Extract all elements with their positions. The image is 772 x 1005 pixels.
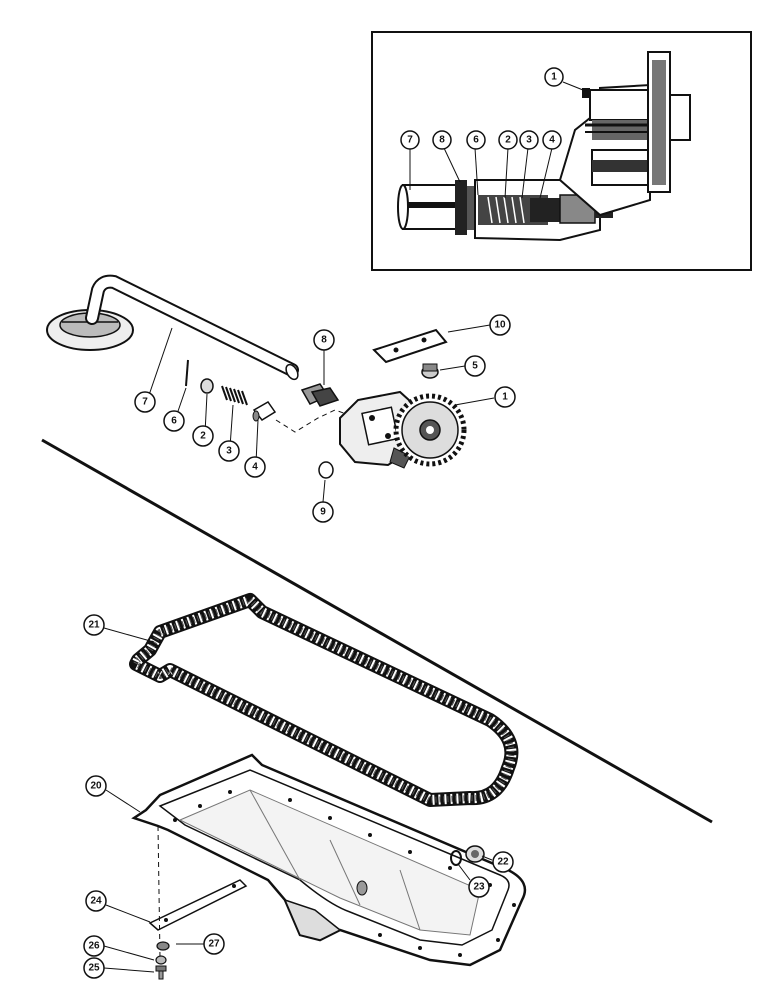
svg-text:24: 24 xyxy=(90,896,102,907)
drain-plug xyxy=(465,845,485,863)
inset-pump-housing xyxy=(558,51,691,217)
callout-9: 9 xyxy=(312,501,334,523)
oil-pump-exploded: 7 6 2 3 4 8 10 5 1 9 xyxy=(46,274,516,523)
svg-text:20: 20 xyxy=(90,781,102,792)
o-ring xyxy=(318,461,334,479)
oil-pan xyxy=(131,753,527,967)
callout-1-inset: 1 xyxy=(544,67,564,87)
cotter-pin xyxy=(185,359,189,387)
section-divider-line xyxy=(41,438,713,824)
svg-text:6: 6 xyxy=(473,135,479,146)
callout-6: 6 xyxy=(163,410,185,432)
svg-text:7: 7 xyxy=(142,397,148,408)
pipe-plug xyxy=(421,363,439,379)
pump-drive-gear xyxy=(393,393,467,467)
svg-text:2: 2 xyxy=(200,431,206,442)
callout-5: 5 xyxy=(464,355,486,377)
callout-6-inset: 6 xyxy=(466,130,486,150)
oil-pump-assembly xyxy=(339,390,467,469)
inset-relief-valve-body xyxy=(474,159,613,242)
svg-text:10: 10 xyxy=(494,320,506,331)
support-bracket xyxy=(148,879,248,931)
callout-2: 2 xyxy=(192,425,214,447)
callout-23: 23 xyxy=(468,876,490,898)
callout-1: 1 xyxy=(494,386,516,408)
inset-valve-plunger xyxy=(530,198,560,222)
svg-text:21: 21 xyxy=(88,620,100,631)
fitting-elbow xyxy=(300,383,340,407)
callout-7: 7 xyxy=(134,391,156,413)
svg-text:3: 3 xyxy=(226,446,232,457)
callout-20: 20 xyxy=(85,775,107,797)
callout-8-inset: 8 xyxy=(432,130,452,150)
callout-3-inset: 3 xyxy=(519,130,539,150)
svg-text:9: 9 xyxy=(320,507,326,518)
inset-suction-tube xyxy=(397,184,459,230)
svg-text:23: 23 xyxy=(473,882,485,893)
relief-valve-plunger xyxy=(252,401,277,422)
callout-3: 3 xyxy=(218,440,240,462)
callout-26: 26 xyxy=(83,935,105,957)
cap-screw xyxy=(155,965,167,980)
callout-10: 10 xyxy=(489,314,511,336)
svg-text:1: 1 xyxy=(551,72,557,83)
relief-spring xyxy=(221,385,248,406)
inset-pump-cross-section: 1 7 8 6 2 3 4 xyxy=(371,31,752,271)
callout-2-inset: 2 xyxy=(498,130,518,150)
svg-text:3: 3 xyxy=(526,135,532,146)
lock-washer xyxy=(155,955,167,965)
svg-text:4: 4 xyxy=(252,462,258,473)
svg-text:22: 22 xyxy=(497,857,509,868)
callout-7-inset: 7 xyxy=(400,130,420,150)
drain-plug-gasket xyxy=(450,850,462,866)
svg-text:8: 8 xyxy=(321,335,327,346)
cover-plate xyxy=(372,328,448,364)
svg-text:5: 5 xyxy=(472,361,478,372)
inset-fitting-nut xyxy=(455,180,467,235)
callout-8: 8 xyxy=(313,329,335,351)
callout-25: 25 xyxy=(83,957,105,979)
callout-24: 24 xyxy=(85,890,107,912)
oil-pan-gasket xyxy=(129,593,519,807)
oil-pan-sump xyxy=(283,898,342,941)
suction-pipe xyxy=(85,274,299,381)
svg-text:4: 4 xyxy=(549,135,555,146)
svg-text:6: 6 xyxy=(171,416,177,427)
svg-text:25: 25 xyxy=(88,963,100,974)
svg-text:2: 2 xyxy=(505,135,511,146)
nut xyxy=(156,941,170,951)
callout-4-inset: 4 xyxy=(542,130,562,150)
svg-text:7: 7 xyxy=(407,135,413,146)
callout-4: 4 xyxy=(244,456,266,478)
callout-27: 27 xyxy=(203,933,225,955)
svg-text:26: 26 xyxy=(88,941,100,952)
inset-frame xyxy=(371,31,752,271)
callout-21: 21 xyxy=(83,614,105,636)
valve-cap xyxy=(200,378,214,394)
svg-text:8: 8 xyxy=(439,135,445,146)
callout-22: 22 xyxy=(492,851,514,873)
svg-text:27: 27 xyxy=(208,939,220,950)
svg-text:1: 1 xyxy=(502,392,508,403)
